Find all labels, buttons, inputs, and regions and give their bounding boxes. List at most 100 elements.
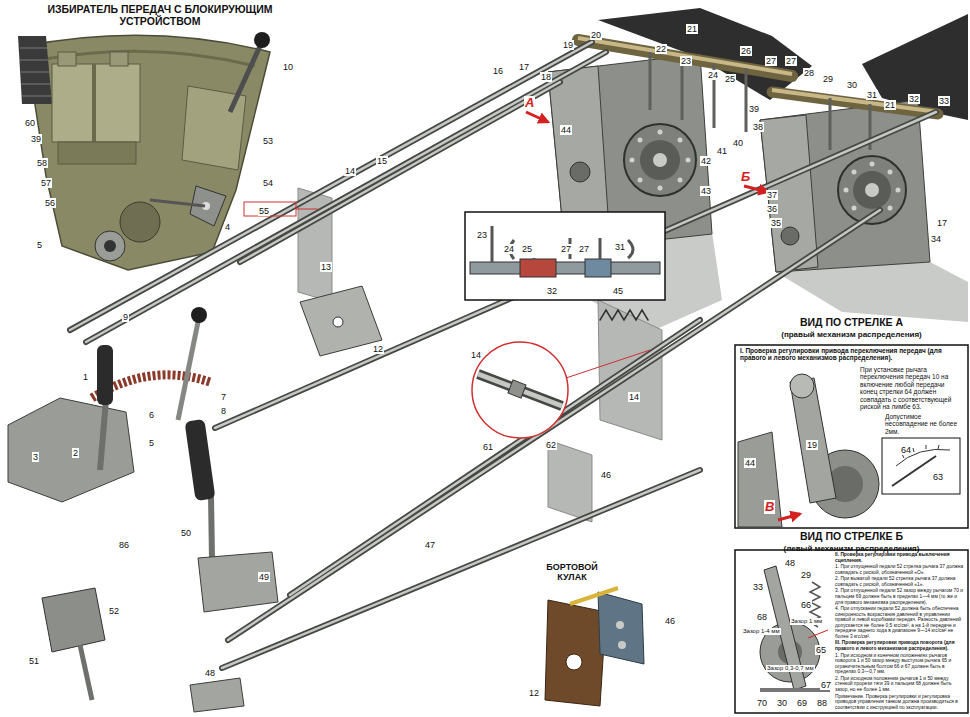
gearbox-housing: [865, 183, 879, 197]
callout-number: 16: [492, 66, 504, 76]
detail-circle: [244, 202, 296, 216]
gearbox-housing: [852, 170, 857, 175]
gearbox-housing: [686, 158, 691, 163]
callout-number: 45: [612, 286, 624, 296]
callout-number: 12: [528, 688, 540, 698]
part-heading: БОРТОВОЙ КУЛАК: [536, 562, 608, 583]
callout-number: 31: [614, 242, 626, 252]
view-heading: ВИД ПО СТРЕЛКЕ А: [735, 316, 968, 328]
callout-number: 10: [282, 62, 294, 72]
detail-inset: [585, 259, 611, 277]
detail-inset: [465, 212, 665, 300]
detail-inset: [520, 259, 556, 277]
gear-selector: [26, 35, 270, 270]
callout-number: 19: [562, 40, 574, 50]
callout-number: 24: [707, 70, 719, 80]
control-levers: [191, 307, 207, 323]
callout-number: 14: [628, 392, 640, 402]
detail-circle: [472, 342, 568, 438]
callout-number: 68: [756, 612, 768, 622]
callout-number: 9: [122, 312, 129, 322]
callout-number: 17: [936, 218, 948, 228]
gearbox-housing: [624, 124, 696, 196]
view-arrows: [526, 112, 768, 192]
panel-heading: ИЗБИРАТЕЛЬ ПЕРЕДАЧ С БЛОКИРУЮЩИМ УСТРОЙС…: [44, 3, 276, 27]
gear-selector: [95, 231, 125, 261]
callout-number: 32: [546, 286, 558, 296]
callout-number: 39: [30, 134, 42, 144]
callout-number: 5: [148, 438, 155, 448]
callout-number: 55: [258, 206, 270, 216]
view-a: [882, 438, 960, 494]
callout-number: 20: [590, 30, 602, 40]
gearbox-housing: [678, 138, 683, 143]
callout-number: 17: [518, 62, 530, 72]
callout-number: 51: [28, 656, 40, 666]
callout-number: 13: [320, 262, 332, 272]
callout-number: 88: [816, 698, 828, 708]
control-levers: [211, 495, 212, 560]
dimension-label: Зазор 1-4 мм: [742, 628, 781, 635]
control-levers: [333, 317, 343, 327]
gear-selector: [58, 142, 136, 164]
side-cam: [570, 588, 618, 604]
control-shaft: [578, 38, 792, 74]
detail-inset: [492, 226, 633, 262]
view-arrow-letter: В: [764, 500, 775, 514]
callout-number: 56: [44, 198, 56, 208]
callout-number: 33: [938, 96, 950, 106]
check-item: 3. При отпущенной педали 52 зазор между …: [835, 588, 965, 605]
callout-number: 49: [258, 572, 270, 582]
callout-number: 27: [765, 56, 777, 66]
gearbox-housing: [658, 130, 663, 135]
fender-sheets: [548, 440, 592, 522]
callout-number: 64: [900, 445, 912, 455]
control-levers: [97, 345, 113, 405]
gearbox-housing: [630, 158, 635, 163]
callout-number: 14: [470, 350, 482, 360]
callout-number: 23: [476, 230, 488, 240]
check-item: 1. При отпущенной педали 52 стрелка рыча…: [835, 564, 965, 575]
gearbox-housing: [852, 206, 857, 211]
callout-number: 27: [785, 56, 797, 66]
callout-number: 44: [560, 125, 572, 135]
callout-number: 48: [784, 558, 796, 568]
callout-number: 61: [482, 442, 494, 452]
callout-number: 41: [716, 146, 728, 156]
check-note: При установке рычага переключения переда…: [860, 366, 963, 411]
callout-number: 36: [766, 204, 778, 214]
control-shaft: [772, 90, 938, 112]
callout-number: 15: [376, 156, 388, 166]
view-a: [778, 514, 800, 520]
gearbox-housing: [658, 186, 663, 191]
gearbox-housing: [640, 140, 680, 180]
view-arrow-letter: А: [524, 96, 535, 110]
gearbox-housing: [853, 171, 891, 209]
dimension-label: Зазор 0,3-0,7 мм: [766, 665, 815, 672]
gear-selector: [230, 46, 260, 112]
section-heading: III. Проверка регулировки привода поворо…: [835, 640, 965, 651]
detail-circle: [566, 350, 650, 378]
side-cam: [545, 600, 606, 706]
text-column: II. Проверка регулировки привода выключе…: [835, 552, 965, 711]
control-levers: [185, 419, 216, 501]
detail-inset: [465, 212, 665, 300]
callout-number: 27: [560, 244, 572, 254]
check-item: 2. При исходном положении рычагов 1 и 50…: [835, 676, 965, 693]
callout-number: 22: [655, 44, 667, 54]
gearbox-housing: [638, 178, 643, 183]
view-arrow-letter: Б: [740, 170, 751, 184]
callout-number: 34: [930, 234, 942, 244]
gear-selector: [58, 52, 76, 66]
callout-number: 62: [545, 440, 557, 450]
side-cam: [545, 588, 644, 706]
view-a: [738, 432, 782, 527]
view-b: [735, 550, 968, 713]
callout-number: 19: [806, 440, 818, 450]
side-cam-panel: БОРТОВОЙ КУЛАК: [536, 562, 646, 712]
detail-circle: [478, 374, 562, 406]
gearbox-housing: [896, 188, 901, 193]
view-a: [790, 374, 814, 398]
check-item: Примечание. Проверка регулировки и регул…: [835, 694, 965, 711]
